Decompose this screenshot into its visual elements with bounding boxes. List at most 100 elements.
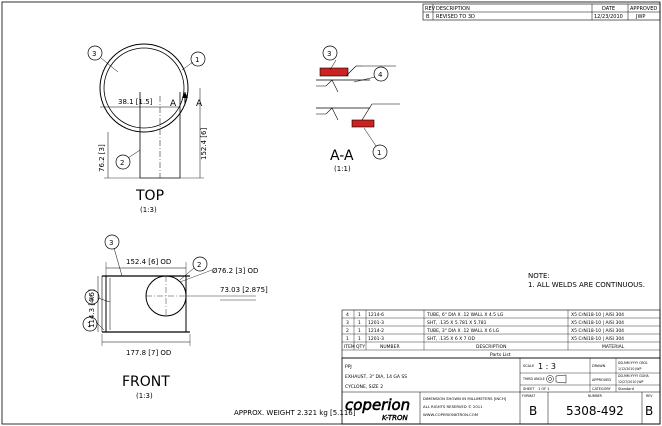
balloon-1-section-label: 1 (377, 149, 381, 157)
title-line-2: EXHAUST, 3" DIA, 14 GA SS (345, 374, 407, 380)
top-view: 38.1 [1.5] A A 152.4 [6] 76.2 [3] 3 1 2 … (87, 43, 208, 214)
balloon-3-section (322, 45, 338, 61)
drawn-date: 1/12/2010 JWP (618, 367, 641, 371)
balloon-1-section (372, 144, 388, 160)
title-block: PPJ EXHAUST, 3" DIA, 14 GA SS CYCLONE, S… (341, 357, 661, 425)
balloon-1-top-label: 1 (195, 56, 199, 64)
balloon-1-front (82, 316, 98, 332)
section-lower-plate (351, 119, 375, 128)
number-label: NUMBER (588, 394, 603, 398)
section-view: 3 4 1 A-A (1:1) (316, 45, 400, 173)
rev-value: B (645, 404, 653, 418)
drawing-number: 5308-492 (566, 404, 624, 418)
parts-row-3-desc: TUBE, 3" DIA X .12 WALL X 6 LG (426, 328, 500, 334)
balloon-1-top (190, 51, 206, 67)
parts-row-3-item: 2 (346, 328, 349, 334)
third-angle-projection-icon (546, 374, 567, 384)
third-angle-label: THIRD ANGLE (522, 377, 545, 381)
parts-row-3-qty: 1 (358, 328, 361, 334)
parts-row-1-qty: 1 (358, 312, 361, 318)
checked-by: DD-MM-YYYY GGHA (618, 374, 649, 378)
checked-date: 12/27/2010 JWP (618, 380, 643, 384)
balloon-4-front (84, 289, 100, 305)
svg-text:coperion: coperion (345, 396, 410, 414)
top-section-letter-left: A (170, 99, 177, 109)
coperion-logo: coperion K-TRON (345, 396, 411, 423)
parts-row-3-number: 1214-2 (368, 328, 384, 334)
top-dim-width: 38.1 [1.5] (118, 98, 153, 106)
rev-header-rev: REV (425, 6, 436, 12)
front-dim-top: 152.4 [6] OD (126, 258, 171, 266)
parts-row-1-item: 4 (346, 312, 349, 318)
drawn-by: DD-MM-YYYY CBOL (618, 361, 648, 365)
scale-label: SCALE (523, 364, 534, 368)
parts-row-4-item: 1 (346, 336, 349, 342)
copyright-line-1: DIMENSION SHOWN IN MILLIMETERS [INCH] (423, 396, 507, 401)
front-dim-diameter: Ø76.2 [3] OD (212, 267, 258, 275)
parts-row-2-material: X5 CrNi18-10 | AISI 304 (571, 320, 624, 326)
top-dim-left: 76.2 [3] (98, 144, 106, 172)
scale-value: 1 : 3 (538, 362, 556, 371)
notes-item-1: 1. ALL WELDS ARE CONTINUOUS. (528, 281, 645, 289)
parts-header-qty: QTY (356, 344, 365, 350)
balloon-2-top (115, 154, 131, 170)
balloon-3-section-label: 3 (327, 50, 331, 58)
parts-row-2-number: 1201-3 (368, 320, 384, 326)
balloon-3-front (104, 234, 120, 250)
front-dim-bottom: 177.8 [7] OD (126, 349, 171, 357)
parts-header-description: DESCRIPTION (476, 344, 506, 350)
format-label: FORMAT (522, 394, 535, 398)
balloon-2-front-label: 2 (197, 261, 201, 269)
parts-header-material: MATERIAL (602, 344, 625, 350)
rev-label: REV (646, 394, 653, 398)
svg-text:K-TRON: K-TRON (382, 414, 409, 422)
notes-title: NOTE: (528, 272, 550, 280)
front-view-scale: (1:3) (136, 392, 153, 400)
parts-row-2-qty: 1 (358, 320, 361, 326)
parts-list: 4 1 1214-6 TUBE, 6" DIA X .12 WALL X 4.5… (341, 309, 661, 359)
copyright-line-2: ALL RIGHTS RESERVED © 2011 (423, 404, 483, 409)
front-dim-right: 73.03 [2.875] (220, 286, 268, 294)
top-view-outer-circle (99, 43, 189, 133)
front-view-title: FRONT (122, 374, 170, 390)
balloon-3-front-label: 3 (109, 239, 113, 247)
category-value: Standard (618, 387, 634, 391)
parts-row-1-material: X5 CrNi18-10 | AISI 304 (571, 312, 624, 318)
balloon-4-front-label: 4 (89, 294, 94, 302)
top-view-title: TOP (135, 188, 164, 204)
front-view-body (105, 275, 187, 333)
balloon-4-section (373, 66, 389, 82)
front-view: 152.4 [6] OD Ø76.2 [3] OD 73.03 [2.875] … (82, 234, 268, 400)
rev-row-rev: B (426, 14, 430, 20)
drawn-label: DRAWN (592, 364, 606, 368)
revision-block: REV DESCRIPTION DATE APPROVED B REVISED … (422, 3, 661, 21)
category-label: CATEGORY (592, 387, 612, 391)
rev-header-desc: DESCRIPTION (436, 6, 470, 12)
parts-row-4-number: 1201-3 (368, 336, 384, 342)
parts-row-2-desc: SHT, .135 X 5.781 X 5.781 (427, 320, 487, 326)
rev-row-desc: REVISED TO 3D (436, 14, 475, 20)
parts-header-item: ITEM (344, 344, 355, 350)
rev-row-date: 12/23/2010 (594, 14, 623, 20)
parts-row-2-item: 3 (346, 320, 349, 326)
approx-weight: APPROX. WEIGHT 2.321 kg [5.116] (234, 409, 356, 417)
parts-row-1-number: 1214-6 (368, 312, 384, 318)
balloon-2-top-label: 2 (120, 159, 124, 167)
balloon-4-section-label: 4 (378, 71, 383, 79)
sheet-label: SHEET (523, 387, 535, 391)
balloon-1-front-label: 1 (87, 321, 91, 329)
top-view-scale: (1:3) (140, 206, 157, 214)
format-value: B (529, 404, 537, 418)
top-dim-height: 152.4 [6] (200, 128, 208, 160)
copyright-line-3: WWW.COPERIONKTRON.COM (423, 412, 478, 417)
rev-header-approved: APPROVED (630, 6, 657, 12)
balloon-3-top-label: 3 (92, 50, 96, 58)
rev-header-date: DATE (602, 6, 615, 12)
parts-row-4-qty: 1 (358, 336, 361, 342)
front-dim-left: 114.3 [4.5] (88, 289, 96, 328)
rev-row-approved: JWP (635, 14, 645, 20)
section-view-scale: (1:1) (334, 165, 351, 173)
top-view-inner-circle (103, 47, 185, 129)
